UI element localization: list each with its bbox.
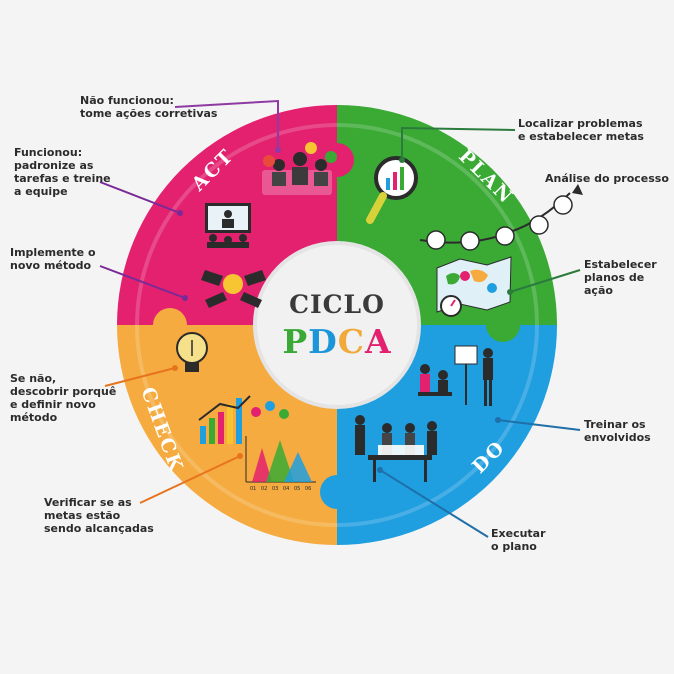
- world-map-icon: [436, 256, 512, 317]
- callout-lines: [99, 99, 581, 538]
- connector-verificar: [139, 455, 241, 504]
- center-title: CICLO: [289, 290, 385, 319]
- puzzle-nub-check: [153, 308, 187, 342]
- connector-localizar: [401, 126, 516, 160]
- connector-implemente: [99, 265, 186, 299]
- note-analise: Análise do processo: [545, 172, 669, 185]
- connector-se-nao: [104, 367, 176, 387]
- puzzle-nub-act: [320, 143, 354, 177]
- connector-funcionou: [99, 181, 181, 214]
- note-funcionou: Funcionou: padronize as tarefas e treine…: [14, 146, 111, 198]
- chart-axis-tick: 03: [272, 486, 278, 492]
- connector-estabelecer: [509, 269, 581, 293]
- note-estabelecer: Estabelecer planos de ação: [584, 258, 657, 297]
- note-treinar: Treinar os envolvidos: [584, 418, 651, 444]
- center-letter-p: P: [282, 322, 308, 361]
- note-verificar: Verificar se as metas estão sendo alcanç…: [44, 496, 154, 535]
- process-analysis-icon: [419, 184, 583, 251]
- lightbulb-icon: [176, 332, 208, 372]
- center-letter-a: A: [364, 322, 392, 361]
- chart-axis-tick: 01: [250, 486, 256, 492]
- note-se-nao: Se não, descobrir porquê e definir novo …: [10, 372, 117, 424]
- center-letter-c: C: [338, 322, 365, 361]
- video-conference-illustration: [205, 203, 251, 248]
- teamwork-hands-illustration: [201, 270, 266, 308]
- puzzle-nub-do: [320, 475, 354, 509]
- connector-treinar: [497, 419, 581, 431]
- chart-axis-tick: 06: [305, 486, 311, 492]
- connector-nao-funcionou: [174, 99, 279, 150]
- meeting-illustration: [262, 142, 337, 195]
- note-localizar: Localizar problemas e estabelecer metas: [518, 117, 644, 143]
- growth-chart-illustration: [198, 395, 316, 483]
- team-meeting-illustration: [355, 415, 437, 482]
- center-pdca: PDCA: [282, 322, 391, 361]
- connector-executar: [379, 469, 489, 538]
- note-nao-funcionou: Não funcionou: tome ações corretivas: [80, 94, 218, 120]
- chart-axis-tick: 05: [294, 486, 300, 492]
- center-letter-d: D: [308, 322, 338, 361]
- chart-axis-tick: 04: [283, 486, 289, 492]
- note-executar: Executar o plano: [491, 527, 546, 553]
- puzzle-nub-plan: [486, 308, 520, 342]
- note-implemente: Implemente o novo método: [10, 246, 96, 272]
- center-circle: [253, 241, 421, 409]
- chart-axis-tick: 02: [261, 486, 267, 492]
- presentation-illustration: [418, 345, 493, 406]
- callout-dots: [172, 147, 513, 473]
- chart-axis-ticks: 01 02 03 04 05 06: [250, 486, 311, 492]
- magnifier-chart-icon: [366, 156, 418, 224]
